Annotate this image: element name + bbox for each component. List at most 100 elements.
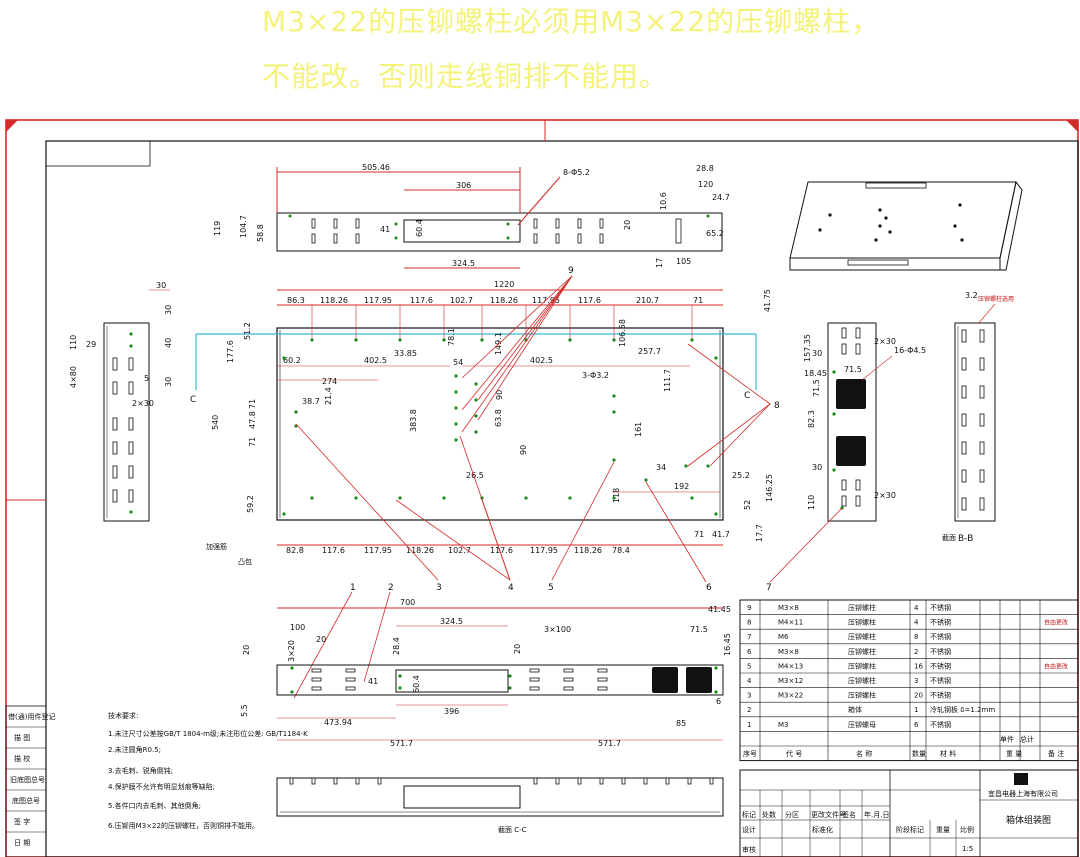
dim-label: 10.6 [659,192,668,210]
bom-cell: M3×8 [778,604,799,612]
dim-label: 505.46 [362,163,390,172]
dim-label: 54 [453,358,463,367]
bom-cell: 7 [747,633,751,641]
dim-label: 117.6 [410,296,433,305]
dim-label: 17.7 [755,524,764,542]
dim-label: 210.7 [636,296,659,305]
bom-cell: M6 [778,633,789,641]
dim-label: 117.95 [364,546,392,555]
right-side-view: 157.35 30 2×30 16-Φ4.5 18.45 71.5 71.5 8… [803,322,926,522]
title-label: 重量 [936,826,950,834]
corner-mark-tl [6,120,18,132]
code-box [45,140,151,167]
strip-label: 旧底图总号 [10,775,45,784]
dim-label: 17 [655,258,664,268]
callout-number: 2 [388,583,394,593]
bom-cell: 压铆螺柱 [848,647,876,656]
bom-cell: 压铆螺柱 [848,618,876,627]
dim-label: 21.4 [324,387,333,405]
scale-value: 1:5 [962,845,973,853]
dim-label: 5.5 [240,704,249,717]
section-cc-view: 截面 C-C [276,777,724,834]
tech-item: 1.未注尺寸公差按GB/T 1804-m级;未注形位公差: GB/T1184-K [108,729,308,738]
dim-label: 540 [211,415,220,430]
bom-cell: 压铆螺柱 [848,676,876,685]
dim-label: 90 [519,445,528,455]
dim-label: 25.2 [732,471,750,480]
bom-cell: 不锈钢 [930,647,951,656]
dim-label: 52 [743,500,752,510]
bom-cell: 不锈钢 [930,632,951,641]
title-label: 年.月.日 [864,810,889,819]
bom-cell: 2 [747,706,751,714]
title-label: 标记 [742,810,756,819]
bom-cell: M3×12 [778,677,803,685]
bom-cell: 5 [747,662,751,670]
bom-cell: 压铆螺柱 [848,661,876,670]
bottom-view: 700 41.45 100 20 324.5 3×100 71.5 20 3×2… [240,598,732,748]
callout-leaders: 9 8 1 2 3 4 5 6 7 [293,266,843,699]
strip-label: 借(通)用件登记 [8,712,55,721]
title-label: 审核 [742,845,756,854]
bom-header: 总计 [1020,734,1034,743]
bom-cell: 2 [914,648,918,656]
dim-label: 71 [694,530,704,539]
dim-label: 71.5 [844,365,862,374]
dim-label: 40 [164,338,173,348]
sheet-frame [5,119,1079,857]
dim-label: 82.8 [286,546,304,555]
bom-cell: 16 [914,662,923,670]
caption: 加强筋 [206,542,227,551]
company-name: 宜昌电器上海有限公司 [988,789,1058,798]
bom-cell: 1 [747,721,751,729]
dim-label: 3×20 [287,640,296,662]
dim-label: 63.8 [494,409,503,427]
dim-label: 24.7 [712,193,730,202]
callout-number: 8 [774,401,780,411]
dim-label: 30 [812,349,822,358]
section-c-left: C [190,395,196,405]
bom-header: 备 注 [1048,749,1064,758]
bom-note: 自由更改 [1044,619,1068,627]
dim-label: 117.6 [322,546,345,555]
dim-label: 102.7 [450,296,473,305]
bom-cell: M4×11 [778,619,803,627]
dim-label: 82.3 [807,410,816,428]
bom-cell: 压铆螺母 [848,720,876,729]
bom-cell: 压铆螺柱 [848,603,876,612]
bom-cell: 1 [914,706,918,714]
callout-number: 7 [766,583,772,593]
callout-number: 4 [508,583,514,593]
dim-label: 117.95 [364,296,392,305]
dim-label: 28.4 [392,637,401,655]
company-logo-icon [1014,773,1028,785]
bom-cell: 冷轧钢板 δ=1.2mm [930,705,995,714]
note-line-1: M3×22的压铆螺柱必须用M3×22的压铆螺柱， [262,5,881,38]
dim-label: 1220 [494,280,514,289]
dim-label: 274 [322,377,337,386]
dim-label: 118.26 [574,546,602,555]
dim-label: 20 [623,220,632,230]
dim-label: 149.1 [494,332,503,355]
callout-number: 6 [706,583,712,593]
dim-label: 38.7 [302,397,320,406]
bom-header: 序号 [743,749,757,758]
dim-label: 34 [656,463,666,472]
bom-cell: M4×13 [778,662,803,670]
dim-label: 41.7 [712,530,730,539]
bom-cell: M3 [778,721,789,729]
dim-label: 117.6 [490,546,513,555]
dim-label: 110 [807,495,816,510]
dim-label: 58.8 [256,224,265,242]
inner-frame [45,140,1079,857]
dim-label: 100 [290,623,305,632]
dim-label: 16-Φ4.5 [894,346,926,355]
dim-label: 30 [156,281,166,290]
tech-item: 6.压铆用M3×22的压铆螺柱，否则铜排不能用。 [108,821,259,830]
dim-label: 118.26 [406,546,434,555]
dim-label: 20 [242,645,251,655]
callout-number: 9 [568,266,574,276]
left-side-view: 30 30 110 29 40 5 30 4×80 2×30 [69,281,173,522]
dim-label: 157.35 [803,334,812,362]
title-block: 标记 处数 分区 更改文件号 签名 年.月.日 设计 标准化 审核 阶段标记 重… [739,769,1079,857]
